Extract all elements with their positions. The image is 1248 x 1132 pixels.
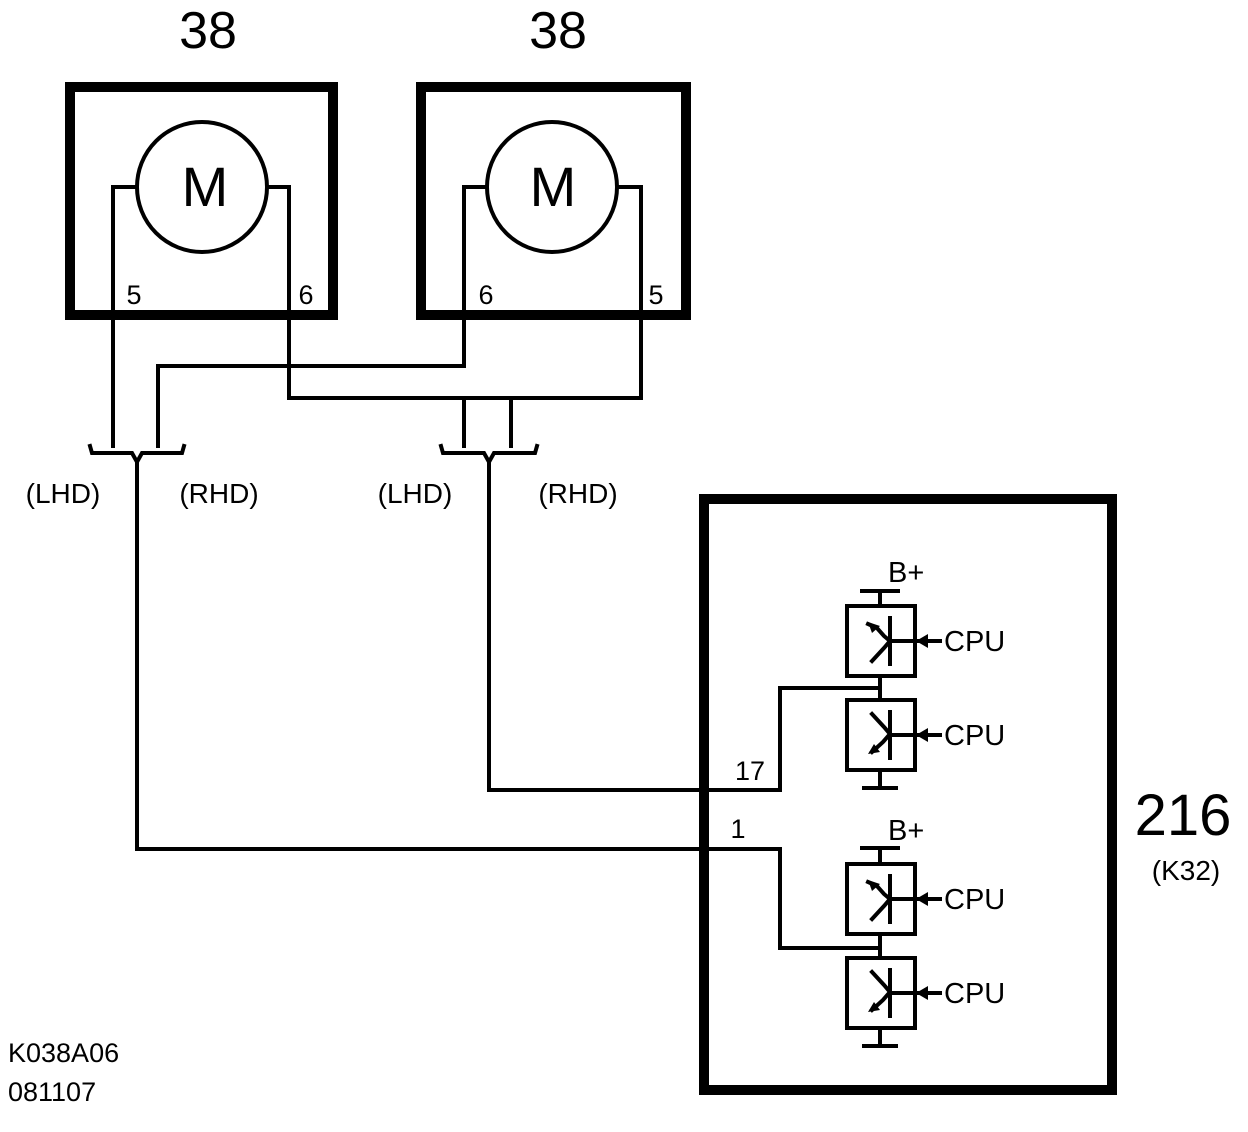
- harness-wires: [111, 313, 643, 448]
- upper-cpu-arrow-1-icon: [916, 634, 928, 648]
- upper-high-side-transistor-icon: [865, 616, 914, 666]
- left-lhd-label: (LHD): [26, 478, 101, 509]
- upper-low-side-transistor-icon: [868, 710, 914, 760]
- motor-right-pin-6: 6: [478, 280, 493, 310]
- upper-half-bridge: B+ CPU CPU: [845, 557, 1005, 790]
- left-rhd-label: (RHD): [179, 478, 258, 509]
- cpu-label-4: CPU: [944, 978, 1005, 1010]
- motor-left-id: 38: [179, 2, 237, 60]
- lhd-rhd-bracket-left: (LHD) (RHD): [26, 443, 259, 509]
- control-module-id: 216: [1135, 783, 1232, 848]
- control-module: 216 (K32) 17 1: [699, 494, 1232, 1095]
- module-pin-1: 1: [730, 814, 745, 844]
- lower-half-bridge: B+ CPU CPU: [845, 815, 1005, 1048]
- lower-cpu-arrow-2-icon: [916, 986, 928, 1000]
- right-lhd-label: (LHD): [378, 478, 453, 509]
- upper-cpu-arrow-2-icon: [916, 728, 928, 742]
- control-module-sub: (K32): [1152, 855, 1220, 886]
- motor-left-pin-5: 5: [126, 280, 141, 310]
- cpu-label-1: CPU: [944, 626, 1005, 658]
- right-rhd-label: (RHD): [538, 478, 617, 509]
- motor-right-id: 38: [529, 2, 587, 60]
- cpu-label-3: CPU: [944, 884, 1005, 916]
- motor-left-pin-6: 6: [298, 280, 313, 310]
- module-pin-17: 17: [735, 756, 765, 786]
- motor-left-symbol: M: [182, 155, 229, 218]
- motor-right-box: [416, 82, 691, 320]
- motor-right-pin-5: 5: [648, 280, 663, 310]
- module-feed-wires: [135, 460, 882, 950]
- lower-cpu-arrow-1-icon: [916, 892, 928, 906]
- motor-component-left: 38 M 5 6: [65, 2, 338, 320]
- lower-bplus-label: B+: [888, 815, 924, 847]
- diagram-date: 081107: [8, 1077, 96, 1107]
- cpu-label-2: CPU: [944, 720, 1005, 752]
- lhd-rhd-bracket-right: (LHD) (RHD): [378, 443, 618, 509]
- motor-right-symbol: M: [530, 155, 577, 218]
- upper-bplus-label: B+: [888, 557, 924, 589]
- motor-left-box: [65, 82, 338, 320]
- lower-low-side-transistor-icon: [868, 968, 914, 1018]
- lower-high-side-transistor-icon: [865, 874, 914, 924]
- motor-internal-wires: [111, 185, 643, 317]
- control-module-box: [699, 494, 1117, 1095]
- motor-component-right: 38 M 6 5: [416, 2, 691, 320]
- diagram-code: K038A06: [8, 1038, 119, 1068]
